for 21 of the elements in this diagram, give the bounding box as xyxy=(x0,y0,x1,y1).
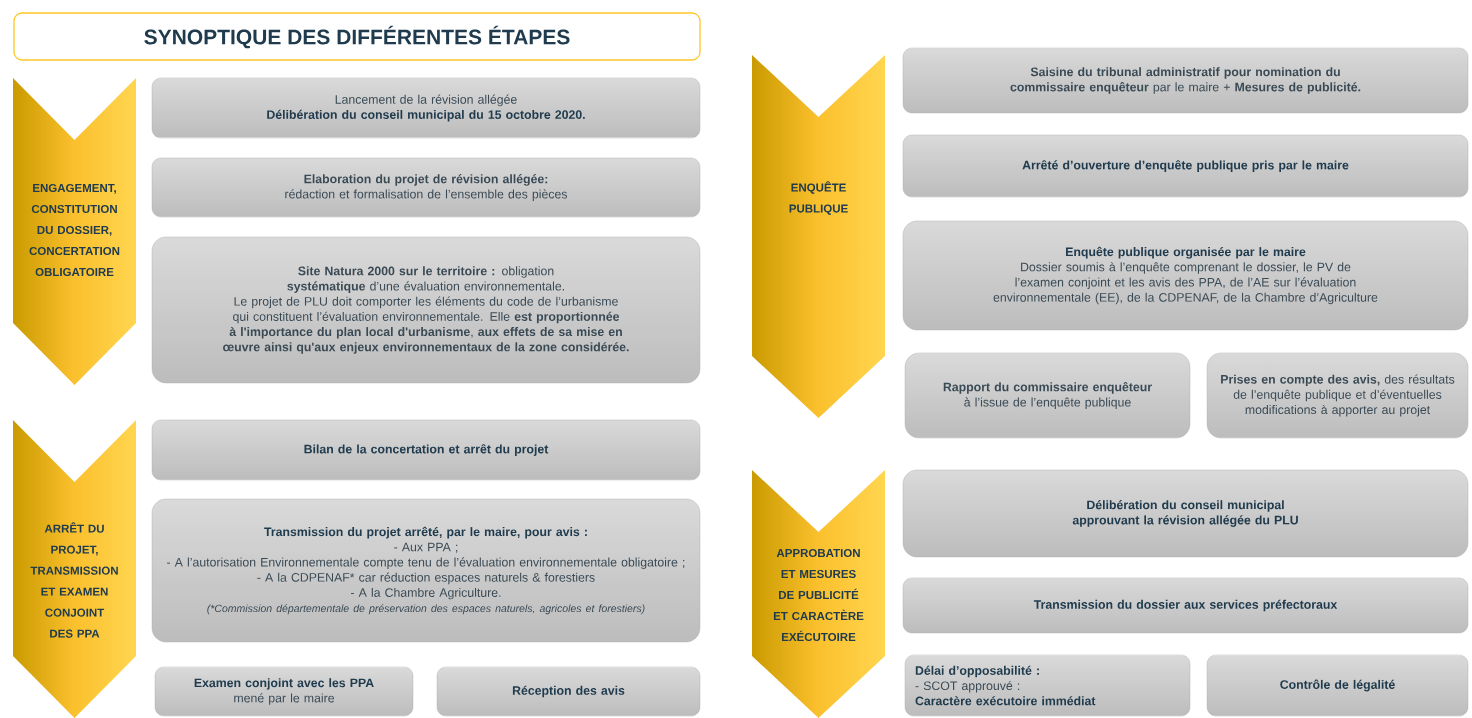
step-box: Elaboration du projet de révision allégée: rédaction et formalisation de l’ensemble des pièces xyxy=(151,157,701,218)
stage-chevron: ARRÊT DU PROJET, TRANSMISSION ET EXAMEN CONJOINT DES PPA xyxy=(30,522,118,638)
stage-chevron: ENQUÊTE PUBLIQUE xyxy=(789,181,848,215)
step-box: Saisine du tribunal administratif pour nomination du commissaire enquêteur par le maire + Mesures de publicité. xyxy=(902,47,1469,114)
step-box: Délibération du conseil municipal approuvant la révision allégée du PLU xyxy=(902,469,1469,558)
step-box: Réception des avis xyxy=(436,666,701,717)
step-box: Transmission du dossier aux services préfectoraux xyxy=(902,577,1469,634)
step-box: Lancement de la révision allégée Délibération du conseil municipal du 15 octobre 2020. xyxy=(151,77,701,139)
step-box: Bilan de la concertation et arrêt du projet xyxy=(151,419,701,481)
title-box: SYNOPTIQUE DES DIFFÉRENTES ÉTAPES xyxy=(13,12,701,61)
stage-chevron: APPROBATION ET MESURES DE PUBLICITÉ ET CARACTÈRE EXÉCUTOIRE xyxy=(773,548,864,642)
step-box: Enquête publique organisée par le maire Dossier soumis à l’enquête comprenant le dossier, le PV de l’examen conjoint et les avis des PPA, de l’AE sur l’évaluation environnementale (EE), de la CDPENAF, de la Chambre d’Agriculture xyxy=(902,220,1469,331)
step-box: Examen conjoint avec les PPA mené par le maire xyxy=(154,666,414,717)
step-box: Transmission du projet arrêté, par le maire, pour avis : - Aux PPA ; - A l’autorisation Environnementale compte tenu de l’évaluation environnementale obligatoire ; - A la CDPENAF* car réduction espaces naturels & forestiers - A la Chambre Agriculture. (*Commission départementale de préservation des espaces naturels, agricoles et forestiers) xyxy=(151,498,701,643)
step-box: Contrôle de légalité xyxy=(1206,654,1469,717)
stage-chevron: ENGAGEMENT, CONSTITUTION DU DOSSIER, CONCERTATION OBLIGATOIRE xyxy=(29,183,120,277)
step-box: Délai d’opposabilité : - SCOT approuvé : Caractère exécutoire immédiat xyxy=(904,654,1191,717)
step-box: Arrêté d’ouverture d’enquête publique pris par le maire xyxy=(902,134,1469,198)
step-box: Prises en compte des avis, des résultats de l’enquête publique et d’éventuelles modifications à apporter au projet xyxy=(1206,352,1469,439)
step-box: Rapport du commissaire enquêteur à l’issue de l’enquête publique xyxy=(904,352,1191,439)
step-box: Site Natura 2000 sur le territoire : obligation systématique d’une évaluation environnementale. Le projet de PLU doit comporter les éléments du code de l’urbanisme qui constituent l’évaluation environnementale. Elle est proportionnée à l'importance du plan local d'urbanisme, aux effets de sa mise en œuvre ainsi qu'aux enjeux environnementaux de la zone considérée. xyxy=(151,236,701,384)
